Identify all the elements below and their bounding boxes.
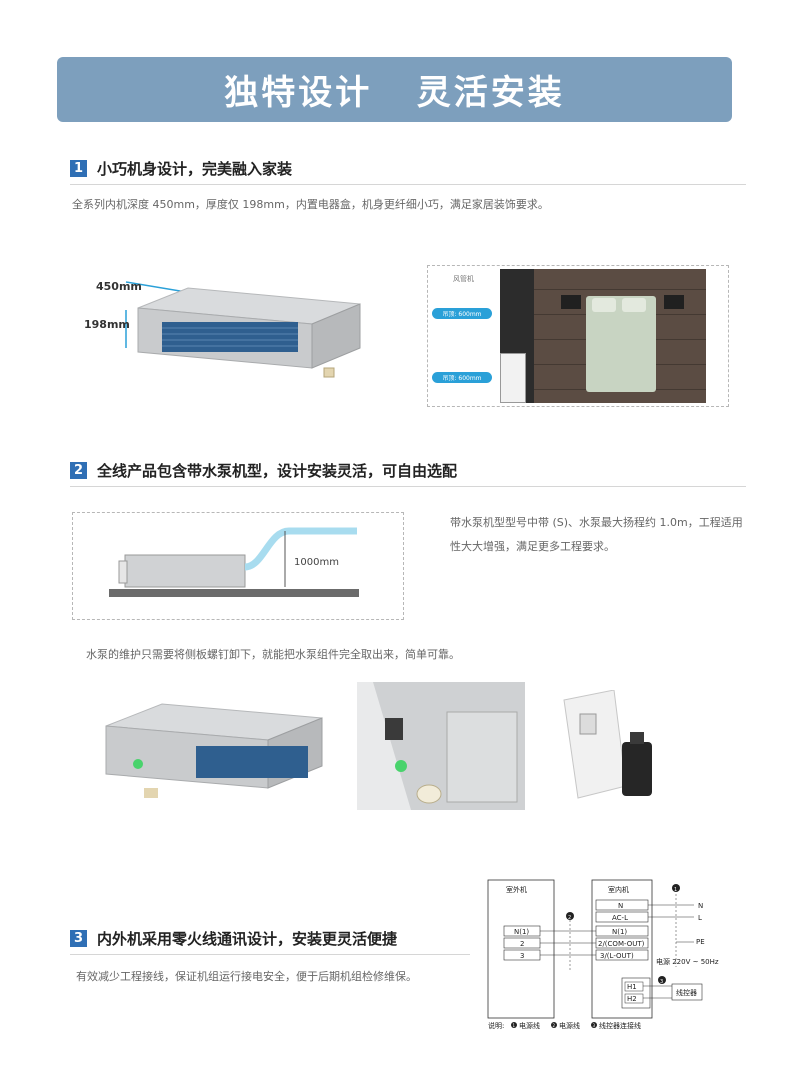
svg-text:3: 3 — [593, 1023, 596, 1028]
section-title: 全线产品包含带水泵机型，设计安装灵活，可自由选配 — [97, 462, 458, 480]
legend-item-1: 电源线 — [519, 1021, 540, 1030]
marker-2-top — [566, 912, 574, 920]
ceiling-height-tag-bottom: 吊顶: 600mm — [432, 372, 492, 383]
svg-text:1: 1 — [513, 1023, 516, 1028]
section-1-header: 1 小巧机身设计，完美融入家装 — [70, 158, 292, 179]
ceiling-cavity — [500, 353, 526, 403]
section-divider — [70, 184, 746, 185]
section-number-badge: 1 — [70, 160, 87, 177]
indoor-terminal-n1: N(1) — [612, 928, 627, 936]
wired-controller-label: 线控器 — [676, 988, 697, 997]
section-number-badge: 2 — [70, 462, 87, 479]
terminal-h1: H1 — [627, 983, 637, 991]
outdoor-terminal-3: 3 — [520, 952, 524, 960]
plan-label: 风管机 — [453, 275, 474, 283]
section-title: 内外机采用零火线通讯设计，安装更灵活便捷 — [97, 930, 398, 948]
bed — [586, 296, 656, 392]
section-3-description: 有效减少工程接线，保证机组运行接电安全，便于后期机组检修维保。 — [76, 970, 417, 983]
power-supply-label: 电源 220V ~ 50Hz — [656, 957, 719, 966]
nightstand-left — [561, 295, 581, 309]
section-divider — [70, 486, 746, 487]
section-3-header: 3 内外机采用零火线通讯设计，安装更灵活便捷 — [70, 928, 397, 949]
svg-text:1: 1 — [674, 887, 677, 893]
power-l-label: L — [698, 914, 702, 922]
indoor-terminal-2: 2/(COM-OUT) — [598, 940, 645, 948]
lift-height-label: 1000mm — [294, 557, 339, 568]
title-banner: 独特设计 灵活安装 — [57, 57, 732, 122]
pump-lift-diagram — [109, 527, 359, 597]
indoor-unit-title: 室内机 — [608, 885, 629, 894]
pump-maintenance-note: 水泵的维护只需要将侧板螺钉卸下，就能把水泵组件完全取出来，简单可靠。 — [86, 648, 460, 661]
outdoor-unit-title: 室外机 — [506, 885, 527, 894]
power-pe-label: PE — [696, 938, 705, 946]
outdoor-unit-box — [487, 879, 555, 1019]
section-1-description: 全系列内机深度 450mm，厚度仅 198mm，内置电器盒，机身更纤细小巧，满足… — [72, 198, 549, 211]
terminal-h2: H2 — [627, 995, 637, 1003]
outdoor-terminal-1: N(1) — [514, 928, 529, 936]
svg-text:3: 3 — [660, 979, 663, 985]
pillow-left — [592, 298, 616, 312]
legend-item-2: 电源线 — [559, 1021, 580, 1030]
wiring-diagram: 室外机 室内机 N(1) 2 3 N AC-L N(1) 2/(COM-OUT)… — [487, 879, 719, 1030]
section-divider — [70, 954, 470, 955]
section-2-header: 2 全线产品包含带水泵机型，设计安装灵活，可自由选配 — [70, 460, 457, 481]
height-dimension-label: 198mm — [84, 318, 130, 331]
floor-slab — [109, 589, 359, 597]
pump-module-photo — [563, 690, 652, 799]
nightstand-right — [664, 295, 684, 309]
wired-controller-box — [671, 983, 703, 1001]
section-2-description: 带水泵机型型号中带 (S)、水泵最大扬程约 1.0m，工程适用性大大增强，满足更… — [450, 516, 743, 554]
pump-lift-frame — [72, 512, 404, 620]
outdoor-terminal-2: 2 — [520, 940, 524, 948]
marker-3 — [658, 976, 666, 984]
indoor-terminal-n: N — [618, 902, 623, 910]
depth-dimension-label: 450mm — [96, 280, 142, 293]
section-title: 小巧机身设计，完美融入家装 — [97, 160, 293, 178]
section-number-badge: 3 — [70, 930, 87, 947]
duct-unit-illustration — [125, 281, 361, 378]
bedroom-plan-frame — [427, 265, 729, 407]
pump-closeup-photo — [357, 682, 525, 810]
pillow-right — [622, 298, 646, 312]
svg-text:2: 2 — [568, 915, 571, 921]
indoor-terminal-3: 3/(L-OUT) — [600, 952, 634, 960]
legend-item-3: 线控器连接线 — [599, 1021, 641, 1030]
banner-title: 独特设计 灵活安装 — [224, 73, 565, 113]
pump-unit-photo — [105, 703, 323, 798]
svg-text:2: 2 — [553, 1023, 556, 1028]
marker-1 — [672, 884, 680, 892]
legend-prefix: 说明: — [488, 1021, 504, 1030]
drain-pipe — [244, 527, 357, 571]
power-n-label: N — [698, 902, 703, 910]
indoor-terminal-acl: AC-L — [612, 914, 628, 922]
indoor-unit-box — [591, 879, 653, 1019]
ceiling-height-tag-top: 吊顶: 600mm — [432, 308, 492, 319]
